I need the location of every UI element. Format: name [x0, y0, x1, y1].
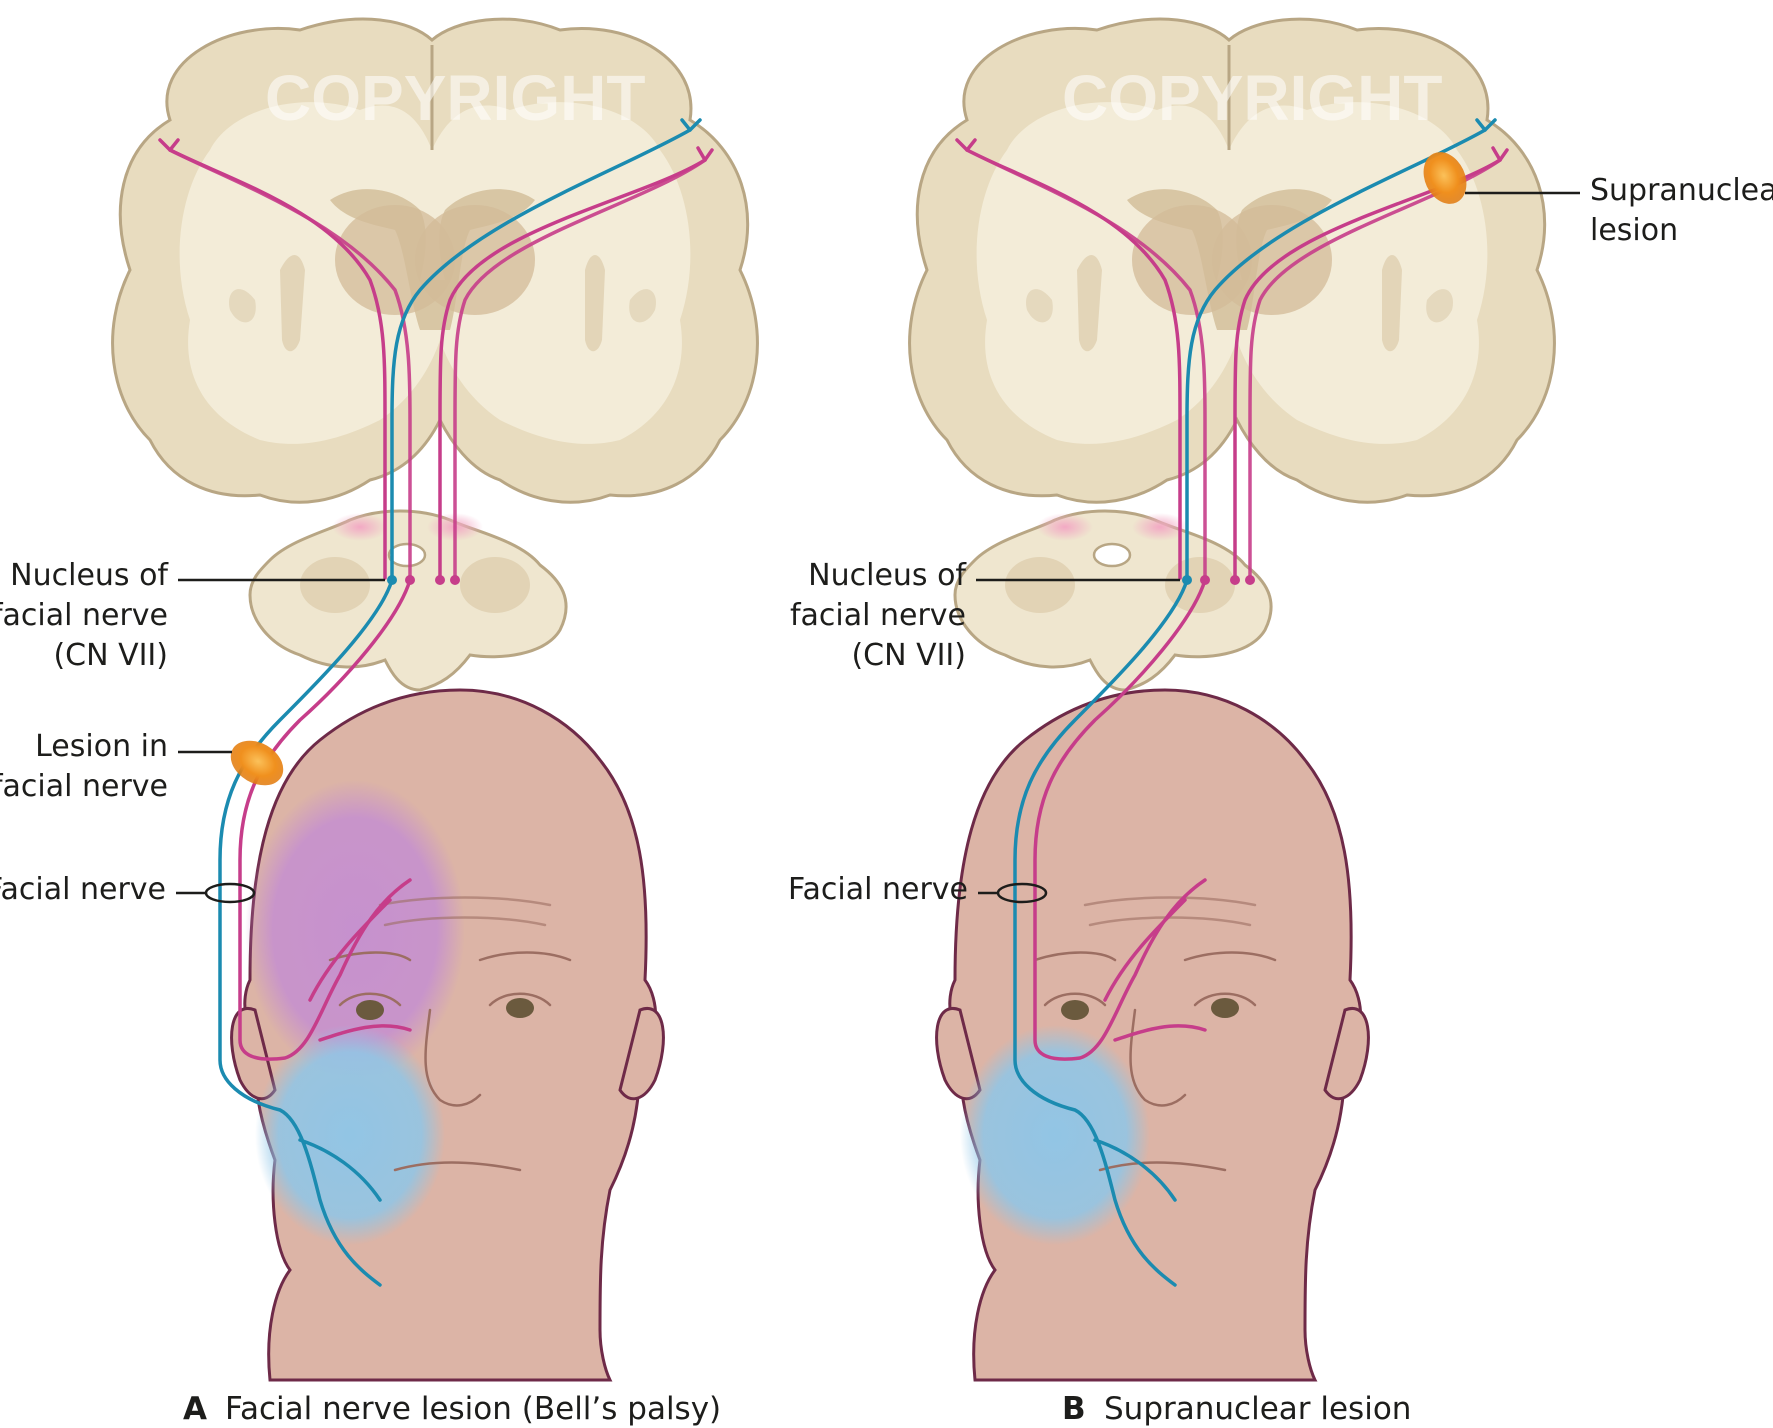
facial-nerve-ring: [204, 882, 256, 904]
upper-motor-pathways: [158, 118, 714, 580]
label-lesion: Supranuclear lesion: [1465, 173, 1773, 248]
brain-coronal-section: [111, 17, 759, 504]
svg-text:Facial nerve lesion (Bell’s pa: Facial nerve lesion (Bell’s palsy): [225, 1391, 721, 1427]
svg-text:(CN VII): (CN VII): [851, 638, 966, 673]
lower-face-paralysis-area: [960, 1025, 1150, 1245]
head-figure: [935, 688, 1370, 1382]
label-lesion: Lesion in facial nerve: [0, 729, 232, 804]
lesion-marker: [230, 740, 284, 786]
svg-text:Facial nerve: Facial nerve: [788, 872, 968, 907]
svg-text:Nucleus of: Nucleus of: [808, 558, 967, 593]
caption-a: A Facial nerve lesion (Bell’s palsy): [183, 1391, 721, 1427]
brainstem-section: [248, 509, 568, 692]
upper-motor-pathways: [955, 118, 1509, 580]
label-facial-nerve: Facial nerve: [0, 872, 206, 907]
svg-text:lesion: lesion: [1590, 213, 1678, 248]
panel-b: COPYRIGHT: [788, 17, 1773, 1427]
label-nucleus: Nucleus of facial nerve (CN VII): [790, 558, 1180, 673]
brainstem-section: [953, 509, 1273, 692]
lower-face-paralysis-area: [255, 1025, 445, 1245]
svg-text:Supranuclear: Supranuclear: [1590, 173, 1773, 208]
svg-text:(CN VII): (CN VII): [53, 638, 168, 673]
label-facial-nerve: Facial nerve: [788, 872, 998, 907]
watermark: COPYRIGHT: [265, 62, 645, 134]
svg-text:A: A: [183, 1391, 207, 1427]
facial-nerve-path: [1013, 578, 1207, 1287]
svg-text:B: B: [1062, 1391, 1086, 1427]
caption-b: B Supranuclear lesion: [1062, 1391, 1411, 1427]
svg-text:facial nerve: facial nerve: [0, 769, 168, 804]
svg-text:Nucleus of: Nucleus of: [10, 558, 169, 593]
svg-text:Facial nerve: Facial nerve: [0, 872, 166, 907]
panel-a: COPYRIGHT: [0, 17, 759, 1427]
head-figure: [230, 688, 665, 1382]
svg-text:Supranuclear lesion: Supranuclear lesion: [1104, 1391, 1411, 1427]
svg-text:facial nerve: facial nerve: [0, 598, 168, 633]
watermark: COPYRIGHT: [1062, 62, 1442, 134]
label-nucleus: Nucleus of facial nerve (CN VII): [0, 558, 385, 673]
upper-face-paralysis-area: [245, 780, 465, 1080]
lesion-marker: [1423, 152, 1467, 204]
svg-text:Lesion in: Lesion in: [35, 729, 168, 764]
svg-text:facial nerve: facial nerve: [790, 598, 966, 633]
facial-nerve-path: [218, 578, 412, 1287]
